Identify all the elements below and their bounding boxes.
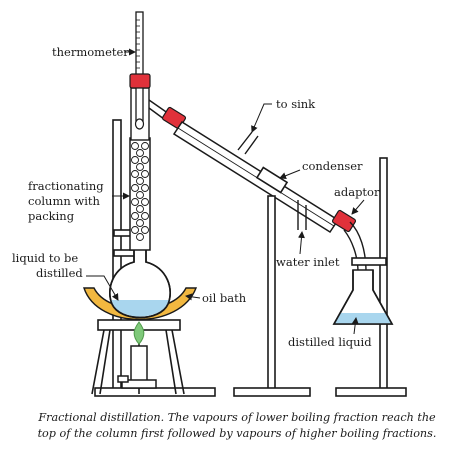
receiving-flask: [332, 269, 394, 325]
distillation-diagram: thermometer to sink condenser adaptor fr…: [12, 11, 407, 397]
column-packing-beads: [131, 142, 149, 241]
caption-line-1: Fractional distillation. The vapours of …: [38, 411, 436, 424]
to-sink-leader: [251, 103, 272, 133]
label-fractionating-line1: fractionating: [28, 179, 104, 193]
label-water-inlet: water inlet: [276, 255, 340, 269]
middle-retort-stand: [233, 166, 311, 397]
label-fractionating-line2: column with: [28, 194, 101, 208]
liquid-in-flask: [110, 300, 170, 317]
water-inlet-leader: [297, 231, 305, 255]
distilled-liquid-in-flask: [334, 313, 392, 324]
distilled-liquid-leader: [351, 317, 359, 335]
bunsen-burner: [117, 345, 157, 389]
right-retort-stand: [335, 157, 407, 397]
round-bottom-flask: [109, 247, 171, 319]
thermometer: [134, 11, 145, 130]
adaptor: [343, 221, 367, 273]
adaptor-stopper: [331, 209, 357, 233]
liquid-leader: [86, 275, 119, 301]
left-retort-stand: [94, 119, 216, 397]
burner-flame: [133, 321, 145, 345]
condenser: [172, 120, 340, 234]
condenser-leader: [279, 169, 301, 180]
label-distilled-liquid: distilled liquid: [288, 335, 372, 349]
label-oil-bath: oil bath: [202, 291, 247, 305]
caption-line-2: top of the column first followed by vapo…: [37, 427, 437, 440]
adaptor-leader: [351, 199, 365, 215]
figure-caption: Fractional distillation. The vapours of …: [6, 410, 468, 442]
label-fractionating-line3: packing: [28, 209, 75, 223]
label-to-sink: to sink: [276, 97, 316, 111]
thermometer-stopper: [129, 73, 151, 89]
label-liquid-line2: distilled: [36, 266, 83, 280]
label-condenser: condenser: [302, 159, 363, 173]
label-thermometer: thermometer: [52, 45, 129, 59]
label-liquid-line1: liquid to be: [12, 251, 78, 265]
label-adaptor: adaptor: [334, 185, 380, 199]
oil-bath-leader: [185, 293, 201, 301]
